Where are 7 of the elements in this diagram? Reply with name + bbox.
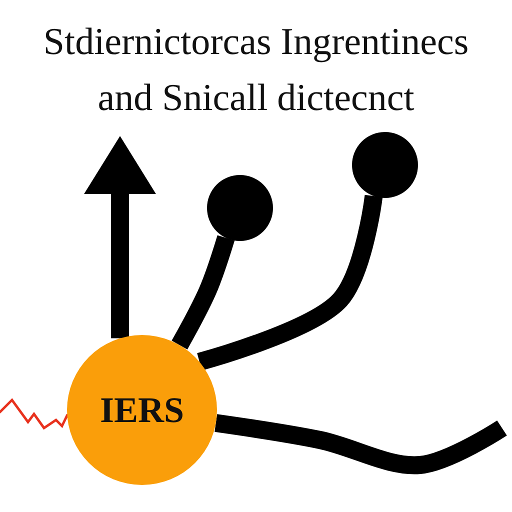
connector	[197, 194, 383, 370]
connector	[214, 414, 507, 474]
connector	[172, 235, 235, 350]
arrow	[84, 136, 156, 338]
signal-line	[0, 398, 68, 430]
title: Stdiernictorcas Ingrentinecs and Snicall dictecnct	[42, 20, 470, 121]
node-label: IERS	[100, 389, 184, 431]
